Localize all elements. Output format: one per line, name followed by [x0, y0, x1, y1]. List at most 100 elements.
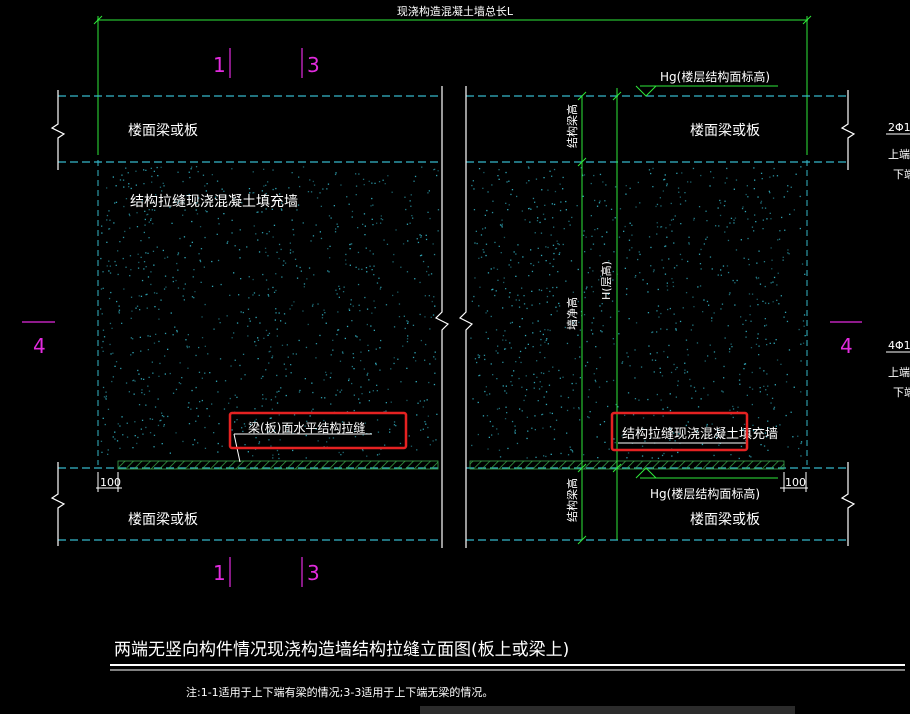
- fill-dot: [489, 393, 491, 395]
- fill-dot: [505, 202, 507, 204]
- fill-dot: [523, 303, 526, 305]
- fill-dot: [553, 258, 555, 260]
- fill-dot: [638, 251, 640, 253]
- fill-dot: [136, 202, 138, 204]
- fill-dot: [601, 331, 603, 333]
- fill-dot: [319, 231, 321, 233]
- fill-dot: [768, 190, 770, 192]
- fill-dot: [336, 389, 339, 391]
- fill-dot: [787, 252, 789, 254]
- fill-dot: [384, 183, 386, 185]
- fill-dot: [145, 169, 147, 171]
- fill-dot: [650, 172, 652, 175]
- fill-dot: [593, 317, 595, 319]
- fill-dot: [539, 221, 541, 224]
- fill-dot: [599, 200, 601, 202]
- fill-dot: [668, 344, 670, 347]
- fill-dot: [740, 316, 742, 318]
- fill-dot: [167, 415, 169, 418]
- fill-dot: [780, 295, 782, 297]
- fill-dot: [163, 425, 165, 427]
- fill-dot: [667, 356, 669, 358]
- fill-dot: [434, 358, 437, 360]
- fill-dot: [192, 276, 194, 278]
- fill-dot: [596, 205, 599, 207]
- fill-dot: [150, 219, 152, 221]
- fill-dot: [490, 268, 492, 270]
- left-wall-label: 结构拉缝现浇混凝土填充墙: [130, 194, 298, 210]
- fill-dot: [275, 187, 277, 190]
- fill-dot: [700, 268, 702, 270]
- fill-dot: [652, 331, 654, 333]
- fill-dot: [753, 188, 755, 190]
- fill-dot: [592, 270, 594, 272]
- fill-dot: [141, 279, 144, 282]
- fill-dot: [125, 198, 128, 200]
- fill-dot: [555, 247, 558, 250]
- fill-dot: [211, 260, 213, 263]
- fill-dot: [128, 186, 130, 188]
- fill-dot: [412, 217, 414, 219]
- fill-dot: [606, 380, 608, 383]
- fill-dot: [196, 407, 198, 409]
- fill-dot: [666, 328, 668, 331]
- fill-dot: [759, 391, 761, 393]
- fill-dot: [311, 410, 313, 412]
- fill-dot: [766, 436, 768, 438]
- fill-dot: [777, 239, 779, 241]
- fill-dot: [143, 393, 146, 396]
- fill-dot: [532, 264, 535, 267]
- fill-dot: [299, 185, 301, 188]
- fill-dot: [549, 290, 551, 293]
- fill-dot: [161, 412, 163, 414]
- fill-dot: [559, 209, 562, 212]
- fill-dot: [719, 202, 722, 204]
- fill-dot: [677, 384, 679, 387]
- fill-dot: [102, 340, 104, 343]
- fill-dot: [525, 375, 527, 377]
- fill-dot: [744, 363, 747, 365]
- right-100-label: 100: [785, 476, 806, 489]
- fill-dot: [669, 393, 671, 395]
- fill-dot: [204, 447, 207, 449]
- fill-dot: [585, 288, 587, 290]
- fill-dot: [285, 375, 287, 377]
- fill-dot: [298, 391, 301, 393]
- fill-dot: [786, 320, 789, 323]
- fill-dot: [501, 219, 503, 221]
- fill-dot: [477, 354, 479, 356]
- fill-dot: [174, 200, 176, 202]
- fill-dot: [750, 320, 752, 322]
- fill-dot: [546, 301, 548, 303]
- fill-dot: [583, 314, 586, 316]
- fill-dot: [406, 399, 408, 402]
- fill-dot: [800, 442, 802, 445]
- fill-dot: [247, 308, 250, 310]
- fill-dot: [424, 316, 426, 318]
- fill-dot: [513, 251, 515, 253]
- fill-dot: [558, 243, 560, 246]
- fill-dot: [437, 209, 440, 211]
- fill-dot: [143, 268, 145, 270]
- fill-dot: [771, 268, 773, 270]
- fill-dot: [700, 398, 702, 400]
- fill-dot: [175, 279, 177, 282]
- fill-dot: [110, 353, 112, 355]
- fill-dot: [195, 420, 197, 422]
- fill-dot: [375, 362, 377, 364]
- fill-dot: [252, 171, 254, 173]
- fill-dot: [618, 333, 620, 335]
- fill-dot: [604, 441, 606, 443]
- fill-dot: [103, 396, 106, 398]
- fill-dot: [729, 409, 731, 411]
- fill-dot: [711, 268, 713, 270]
- fill-dot: [109, 265, 111, 267]
- fill-dot: [531, 270, 534, 273]
- fill-dot: [764, 285, 766, 288]
- fill-dot: [507, 447, 509, 450]
- fill-dot: [649, 353, 652, 355]
- fill-dot: [537, 320, 539, 322]
- fill-dot: [522, 256, 524, 258]
- fill-dot: [339, 360, 342, 362]
- fill-dot: [656, 331, 658, 333]
